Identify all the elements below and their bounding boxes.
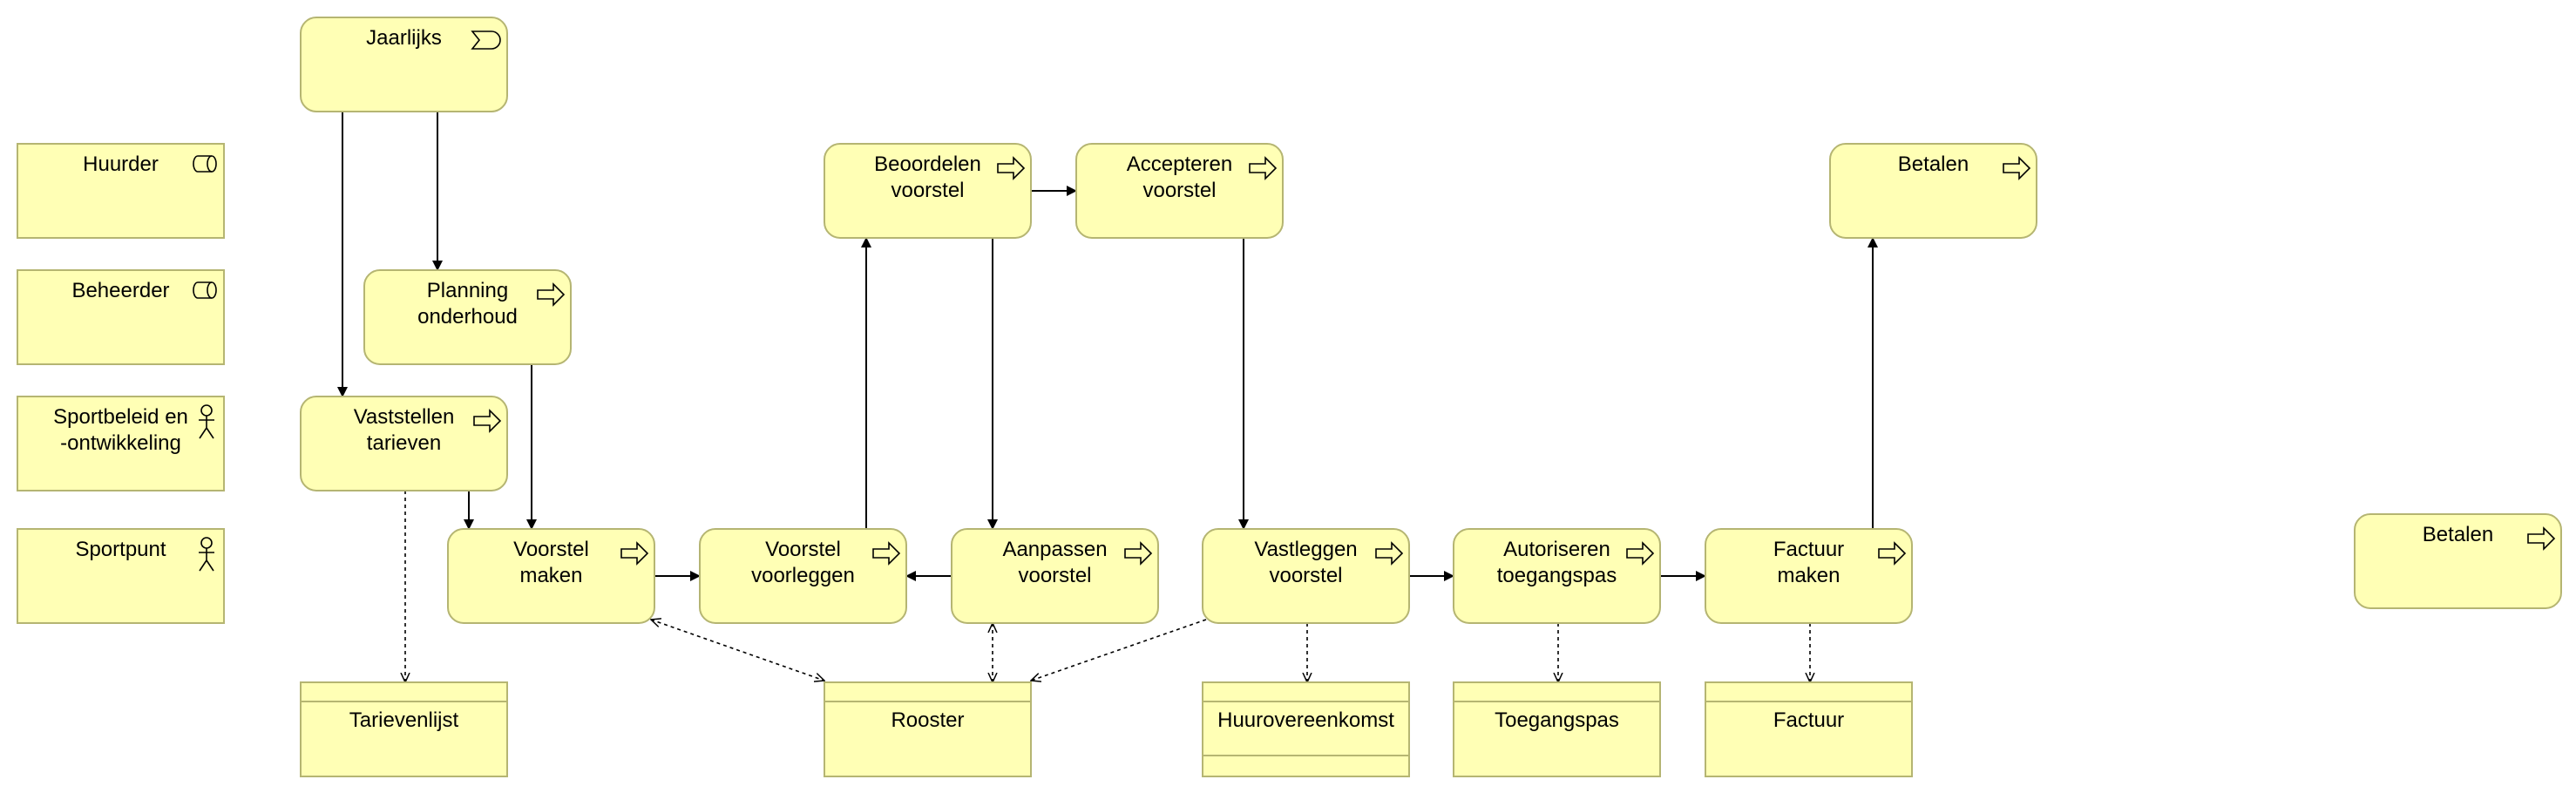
event-icon bbox=[471, 30, 501, 50]
node-label: Betalen bbox=[2423, 523, 2493, 546]
node-beoordelen[interactable]: Beoordelen voorstel bbox=[824, 143, 1032, 239]
node-voorstel-maken[interactable]: Voorstel maken bbox=[447, 528, 655, 624]
node-label: Jaarlijks bbox=[366, 26, 442, 50]
node-label: Vastleggen bbox=[1254, 538, 1357, 561]
node-shape bbox=[1075, 143, 1284, 239]
role-icon bbox=[193, 281, 217, 299]
process-arrow-icon bbox=[1626, 541, 1655, 566]
node-autoriseren[interactable]: Autoriseren toegangspas bbox=[1453, 528, 1661, 624]
node-label: Betalen bbox=[1898, 152, 1969, 176]
node-factuur[interactable]: Factuur bbox=[1705, 681, 1913, 777]
node-shape bbox=[17, 396, 225, 491]
node-label: Sportbeleid en bbox=[53, 405, 188, 429]
node-label: Accepteren bbox=[1127, 152, 1232, 176]
node-shape bbox=[1202, 681, 1410, 777]
node-shape bbox=[1453, 528, 1661, 624]
process-arrow-icon bbox=[1124, 541, 1153, 566]
node-voorleggen[interactable]: Voorstel voorleggen bbox=[699, 528, 907, 624]
node-label: voorstel bbox=[1142, 179, 1216, 202]
node-shape bbox=[300, 17, 508, 112]
process-arrow-icon bbox=[872, 541, 901, 566]
node-shape bbox=[1202, 528, 1410, 624]
node-shape bbox=[951, 528, 1159, 624]
node-huurovereenkomst[interactable]: Huurovereenkomst bbox=[1202, 681, 1410, 777]
node-label: Vaststellen bbox=[354, 405, 455, 429]
node-jaarlijks[interactable]: Jaarlijks bbox=[300, 17, 508, 112]
node-shape bbox=[1829, 143, 2037, 239]
role-icon bbox=[193, 155, 217, 173]
node-label: Toegangspas bbox=[1495, 708, 1619, 732]
node-label: Voorstel bbox=[765, 538, 841, 561]
node-accepteren[interactable]: Accepteren voorstel bbox=[1075, 143, 1284, 239]
process-arrow-icon bbox=[1375, 541, 1404, 566]
node-label: Beoordelen bbox=[874, 152, 981, 176]
node-label: toegangspas bbox=[1497, 564, 1617, 587]
node-label: maken bbox=[1777, 564, 1840, 587]
process-arrow-icon bbox=[2527, 526, 2556, 551]
connections bbox=[337, 112, 1878, 682]
node-sportpunt[interactable]: Sportpunt bbox=[17, 528, 225, 624]
node-label: Voorstel bbox=[513, 538, 589, 561]
process-arrow-icon bbox=[1249, 156, 1278, 180]
node-label: Huurder bbox=[83, 152, 159, 176]
node-label: voorstel bbox=[891, 179, 964, 202]
node-label: voorstel bbox=[1018, 564, 1091, 587]
node-shape bbox=[1705, 681, 1913, 777]
node-label: -ontwikkeling bbox=[60, 431, 181, 455]
node-sportbeleid[interactable]: Sportbeleid en-ontwikkeling bbox=[17, 396, 225, 491]
node-shape bbox=[2354, 513, 2562, 609]
node-rooster[interactable]: Rooster bbox=[824, 681, 1032, 777]
node-label: Rooster bbox=[891, 708, 964, 732]
node-label: Factuur bbox=[1773, 538, 1844, 561]
node-label: Huurovereenkomst bbox=[1217, 708, 1394, 732]
connection-voorstel_maken-to-rooster[interactable] bbox=[651, 620, 824, 681]
node-tarievenlijst[interactable]: Tarievenlijst bbox=[300, 681, 508, 777]
node-planning[interactable]: Planning onderhoud bbox=[363, 269, 572, 365]
node-shape bbox=[1453, 681, 1661, 777]
node-label: Sportpunt bbox=[75, 538, 166, 561]
node-label: onderhoud bbox=[417, 305, 518, 329]
process-arrow-icon bbox=[1878, 541, 1907, 566]
node-shape bbox=[363, 269, 572, 365]
node-shape bbox=[17, 143, 225, 239]
node-label: Planning bbox=[427, 279, 508, 302]
node-toegangspas[interactable]: Toegangspas bbox=[1453, 681, 1661, 777]
node-label: Tarievenlijst bbox=[349, 708, 459, 732]
node-label: Autoriseren bbox=[1503, 538, 1610, 561]
node-label: Aanpassen bbox=[1002, 538, 1107, 561]
node-shape bbox=[824, 681, 1032, 777]
node-shape bbox=[447, 528, 655, 624]
process-arrow-icon bbox=[473, 409, 502, 433]
node-shape bbox=[17, 269, 225, 365]
node-label: voorstel bbox=[1269, 564, 1342, 587]
connection-vastleggen-to-rooster[interactable] bbox=[1031, 619, 1207, 681]
node-label: tarieven bbox=[367, 431, 441, 455]
process-arrow-icon bbox=[537, 282, 566, 307]
node-label: maken bbox=[519, 564, 582, 587]
node-factuur-maken[interactable]: Factuur maken bbox=[1705, 528, 1913, 624]
process-arrow-icon bbox=[2003, 156, 2031, 180]
node-shape bbox=[300, 396, 508, 491]
process-arrow-icon bbox=[620, 541, 649, 566]
node-betalen1[interactable]: Betalen bbox=[1829, 143, 2037, 239]
node-shape bbox=[1705, 528, 1913, 624]
node-vastleggen[interactable]: Vastleggen voorstel bbox=[1202, 528, 1410, 624]
node-aanpassen[interactable]: Aanpassen voorstel bbox=[951, 528, 1159, 624]
node-huurder[interactable]: Huurder bbox=[17, 143, 225, 239]
node-shape bbox=[17, 528, 225, 624]
node-shape bbox=[699, 528, 907, 624]
node-betalen2[interactable]: Betalen bbox=[2354, 513, 2562, 609]
actor-icon bbox=[199, 537, 214, 572]
process-arrow-icon bbox=[997, 156, 1026, 180]
actor-icon bbox=[199, 404, 214, 439]
node-label: Beheerder bbox=[71, 279, 169, 302]
node-shape bbox=[824, 143, 1032, 239]
node-label: voorleggen bbox=[751, 564, 855, 587]
node-shape bbox=[300, 681, 508, 777]
node-beheerder[interactable]: Beheerder bbox=[17, 269, 225, 365]
node-label: Factuur bbox=[1773, 708, 1844, 732]
